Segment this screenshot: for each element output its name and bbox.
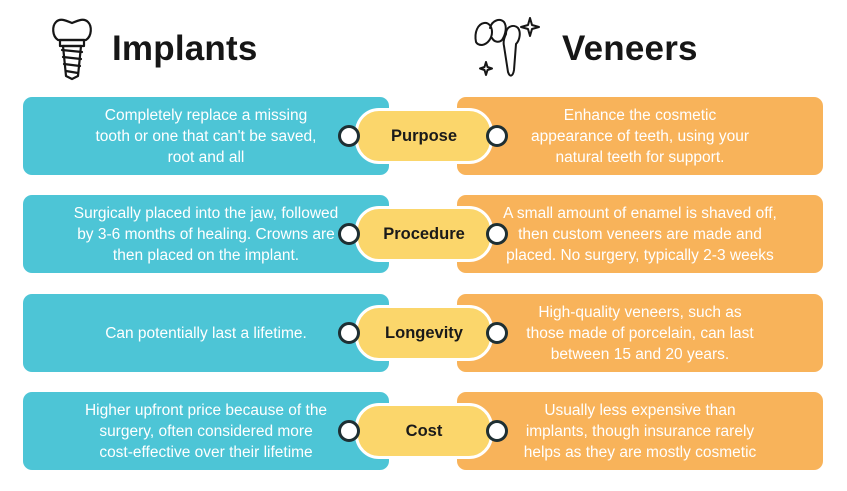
- right-connector-circle: [486, 223, 508, 245]
- veneers-longevity-text: High-quality veneers, such as those made…: [526, 303, 754, 363]
- left-connector-circle: [338, 223, 360, 245]
- implants-longevity-box: Can potentially last a lifetime.: [23, 294, 389, 372]
- left-connector-circle: [338, 322, 360, 344]
- implants-title: Implants: [112, 29, 258, 68]
- left-connector-circle: [338, 125, 360, 147]
- implants-purpose-text: Completely replace a missing tooth or on…: [95, 106, 317, 166]
- category-pill-procedure: Procedure: [355, 206, 493, 262]
- veneers-cost-text: Usually less expensive than implants, th…: [523, 401, 757, 461]
- veneers-procedure-box: A small amount of enamel is shaved off, …: [457, 195, 823, 273]
- implants-header: Implants: [48, 14, 258, 84]
- veneers-header: Veneers: [470, 14, 698, 84]
- comparison-row-procedure: Surgically placed into the jaw, followed…: [0, 195, 847, 273]
- implants-cost-box: Higher upfront price because of the surg…: [23, 392, 389, 470]
- comparison-row-purpose: Completely replace a missing tooth or on…: [0, 97, 847, 175]
- veneers-longevity-box: High-quality veneers, such as those made…: [457, 294, 823, 372]
- implants-procedure-text: Surgically placed into the jaw, followed…: [73, 204, 339, 264]
- veneer-tooth-sparkle-icon: [470, 14, 546, 84]
- implants-procedure-box: Surgically placed into the jaw, followed…: [23, 195, 389, 273]
- veneers-purpose-text: Enhance the cosmetic appearance of teeth…: [530, 106, 749, 166]
- category-pill-purpose: Purpose: [355, 108, 493, 164]
- right-connector-circle: [486, 125, 508, 147]
- comparison-row-longevity: Can potentially last a lifetime. High-qu…: [0, 294, 847, 372]
- veneers-cost-box: Usually less expensive than implants, th…: [457, 392, 823, 470]
- right-connector-circle: [486, 322, 508, 344]
- dental-implant-icon: [48, 16, 96, 82]
- left-connector-circle: [338, 420, 360, 442]
- veneers-procedure-text: A small amount of enamel is shaved off, …: [503, 204, 777, 264]
- right-connector-circle: [486, 420, 508, 442]
- veneers-title: Veneers: [562, 29, 698, 68]
- implants-cost-text: Higher upfront price because of the surg…: [84, 401, 328, 461]
- category-pill-cost: Cost: [355, 403, 493, 459]
- category-pill-longevity: Longevity: [355, 305, 493, 361]
- implants-purpose-box: Completely replace a missing tooth or on…: [23, 97, 389, 175]
- implants-longevity-text: Can potentially last a lifetime.: [105, 324, 307, 342]
- veneers-purpose-box: Enhance the cosmetic appearance of teeth…: [457, 97, 823, 175]
- comparison-row-cost: Higher upfront price because of the surg…: [0, 392, 847, 470]
